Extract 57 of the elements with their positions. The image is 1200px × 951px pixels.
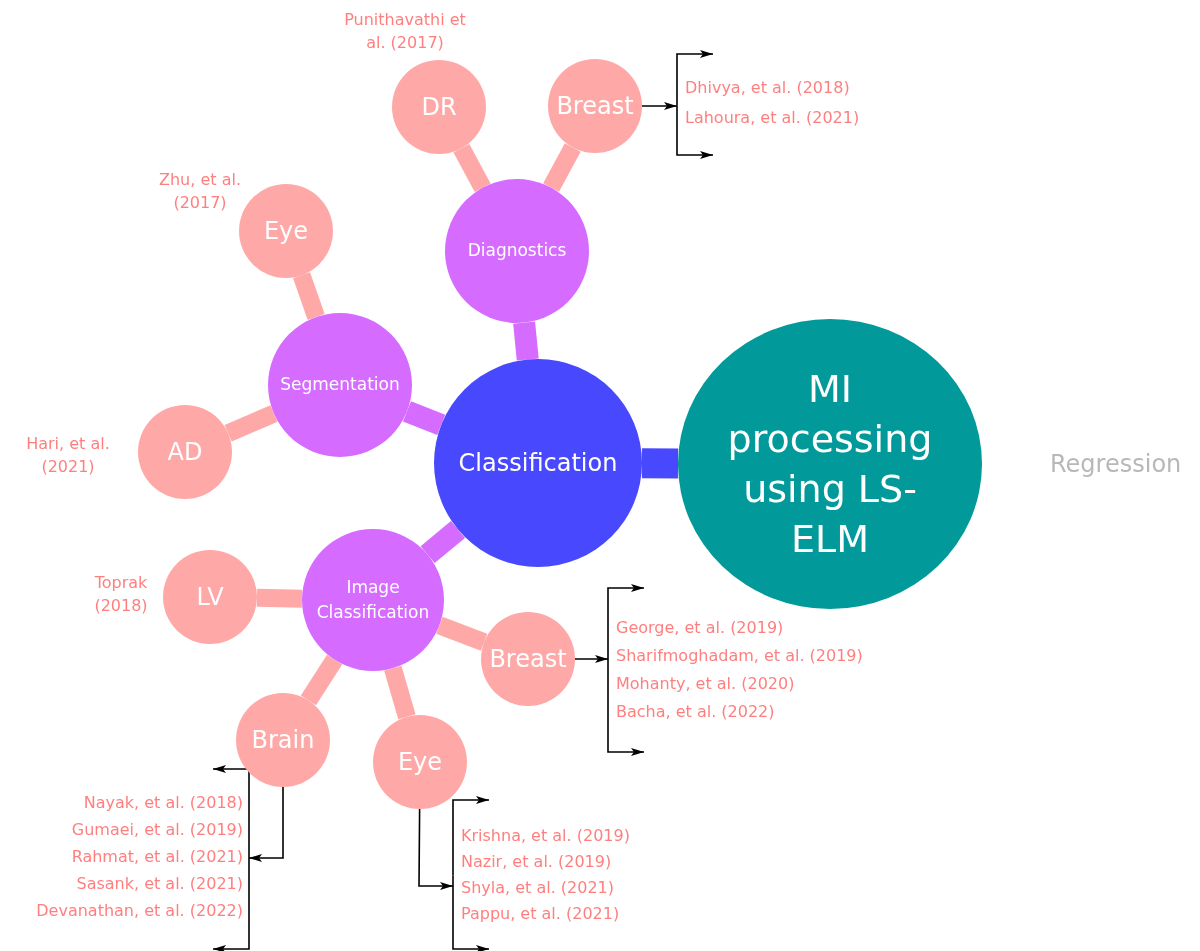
arrow	[452, 796, 490, 877]
branch-connector	[384, 665, 416, 720]
node-label: Segmentation	[280, 373, 400, 397]
arrow	[574, 655, 609, 663]
arrow	[418, 808, 454, 890]
node-label: Image Classification	[315, 576, 431, 624]
arrow	[607, 584, 645, 672]
reference-text: Hari, et al. (2021)	[25, 433, 111, 478]
arrow	[607, 670, 645, 756]
branch-connector	[300, 654, 343, 706]
reference-text: Sasank, et al. (2021)	[76, 876, 243, 892]
arrow	[248, 786, 284, 862]
reference-text: Mohanty, et al. (2020)	[616, 676, 795, 692]
reference-text: Krishna, et al. (2019)	[461, 828, 630, 844]
reference-text: Shyla, et al. (2021)	[461, 880, 614, 896]
reference-text: Devanathan, et al. (2022)	[36, 903, 243, 919]
faint-label: Regression	[1050, 449, 1182, 480]
node-label: AD	[167, 437, 203, 468]
node-label: Eye	[263, 216, 309, 247]
branch-connector	[641, 448, 679, 479]
reference-text: Punithavathi et al. (2017)	[343, 9, 467, 54]
reference-text: Gumaei, et al. (2019)	[71, 822, 243, 838]
arrow	[641, 102, 678, 110]
reference-text: Toprak (2018)	[93, 572, 149, 617]
reference-text: Dhivya, et al. (2018)	[685, 80, 850, 96]
arrow	[676, 50, 714, 107]
branch-connector	[513, 321, 539, 361]
arrow	[212, 765, 250, 861]
arrow	[452, 874, 490, 951]
reference-text: George, et al. (2019)	[616, 620, 784, 636]
branch-connector	[224, 405, 278, 442]
arrow	[212, 859, 250, 951]
node-label: MI processing using LS-ELM	[726, 366, 934, 563]
reference-text: Bacha, et al. (2022)	[616, 704, 775, 720]
node-label: Classification	[458, 448, 618, 479]
node-label: Breast	[489, 644, 567, 675]
node-label: LV	[196, 582, 224, 613]
reference-text: Nazir, et al. (2019)	[461, 854, 612, 870]
branch-connector	[543, 143, 581, 192]
branch-connector	[453, 144, 491, 192]
node-label: Brain	[251, 725, 315, 756]
node-label: Breast	[556, 91, 634, 122]
branch-connector	[402, 401, 446, 436]
reference-text: Nayak, et al. (2018)	[83, 795, 243, 811]
node-label: Eye	[397, 747, 443, 778]
branch-connector	[436, 616, 488, 651]
branch-connector	[420, 520, 465, 564]
node-label: DR	[421, 92, 457, 123]
reference-text: Lahoura, et al. (2021)	[685, 110, 860, 126]
branch-connector	[256, 588, 303, 608]
reference-text: Pappu, et al. (2021)	[461, 906, 620, 922]
arrow	[676, 104, 714, 159]
node-label: Diagnostics	[467, 239, 567, 263]
reference-text: Rahmat, et al. (2021)	[71, 849, 243, 865]
reference-text: Zhu, et al. (2017)	[158, 169, 242, 214]
reference-text: Sharifmoghadam, et al. (2019)	[616, 648, 863, 664]
branch-connector	[293, 272, 325, 321]
